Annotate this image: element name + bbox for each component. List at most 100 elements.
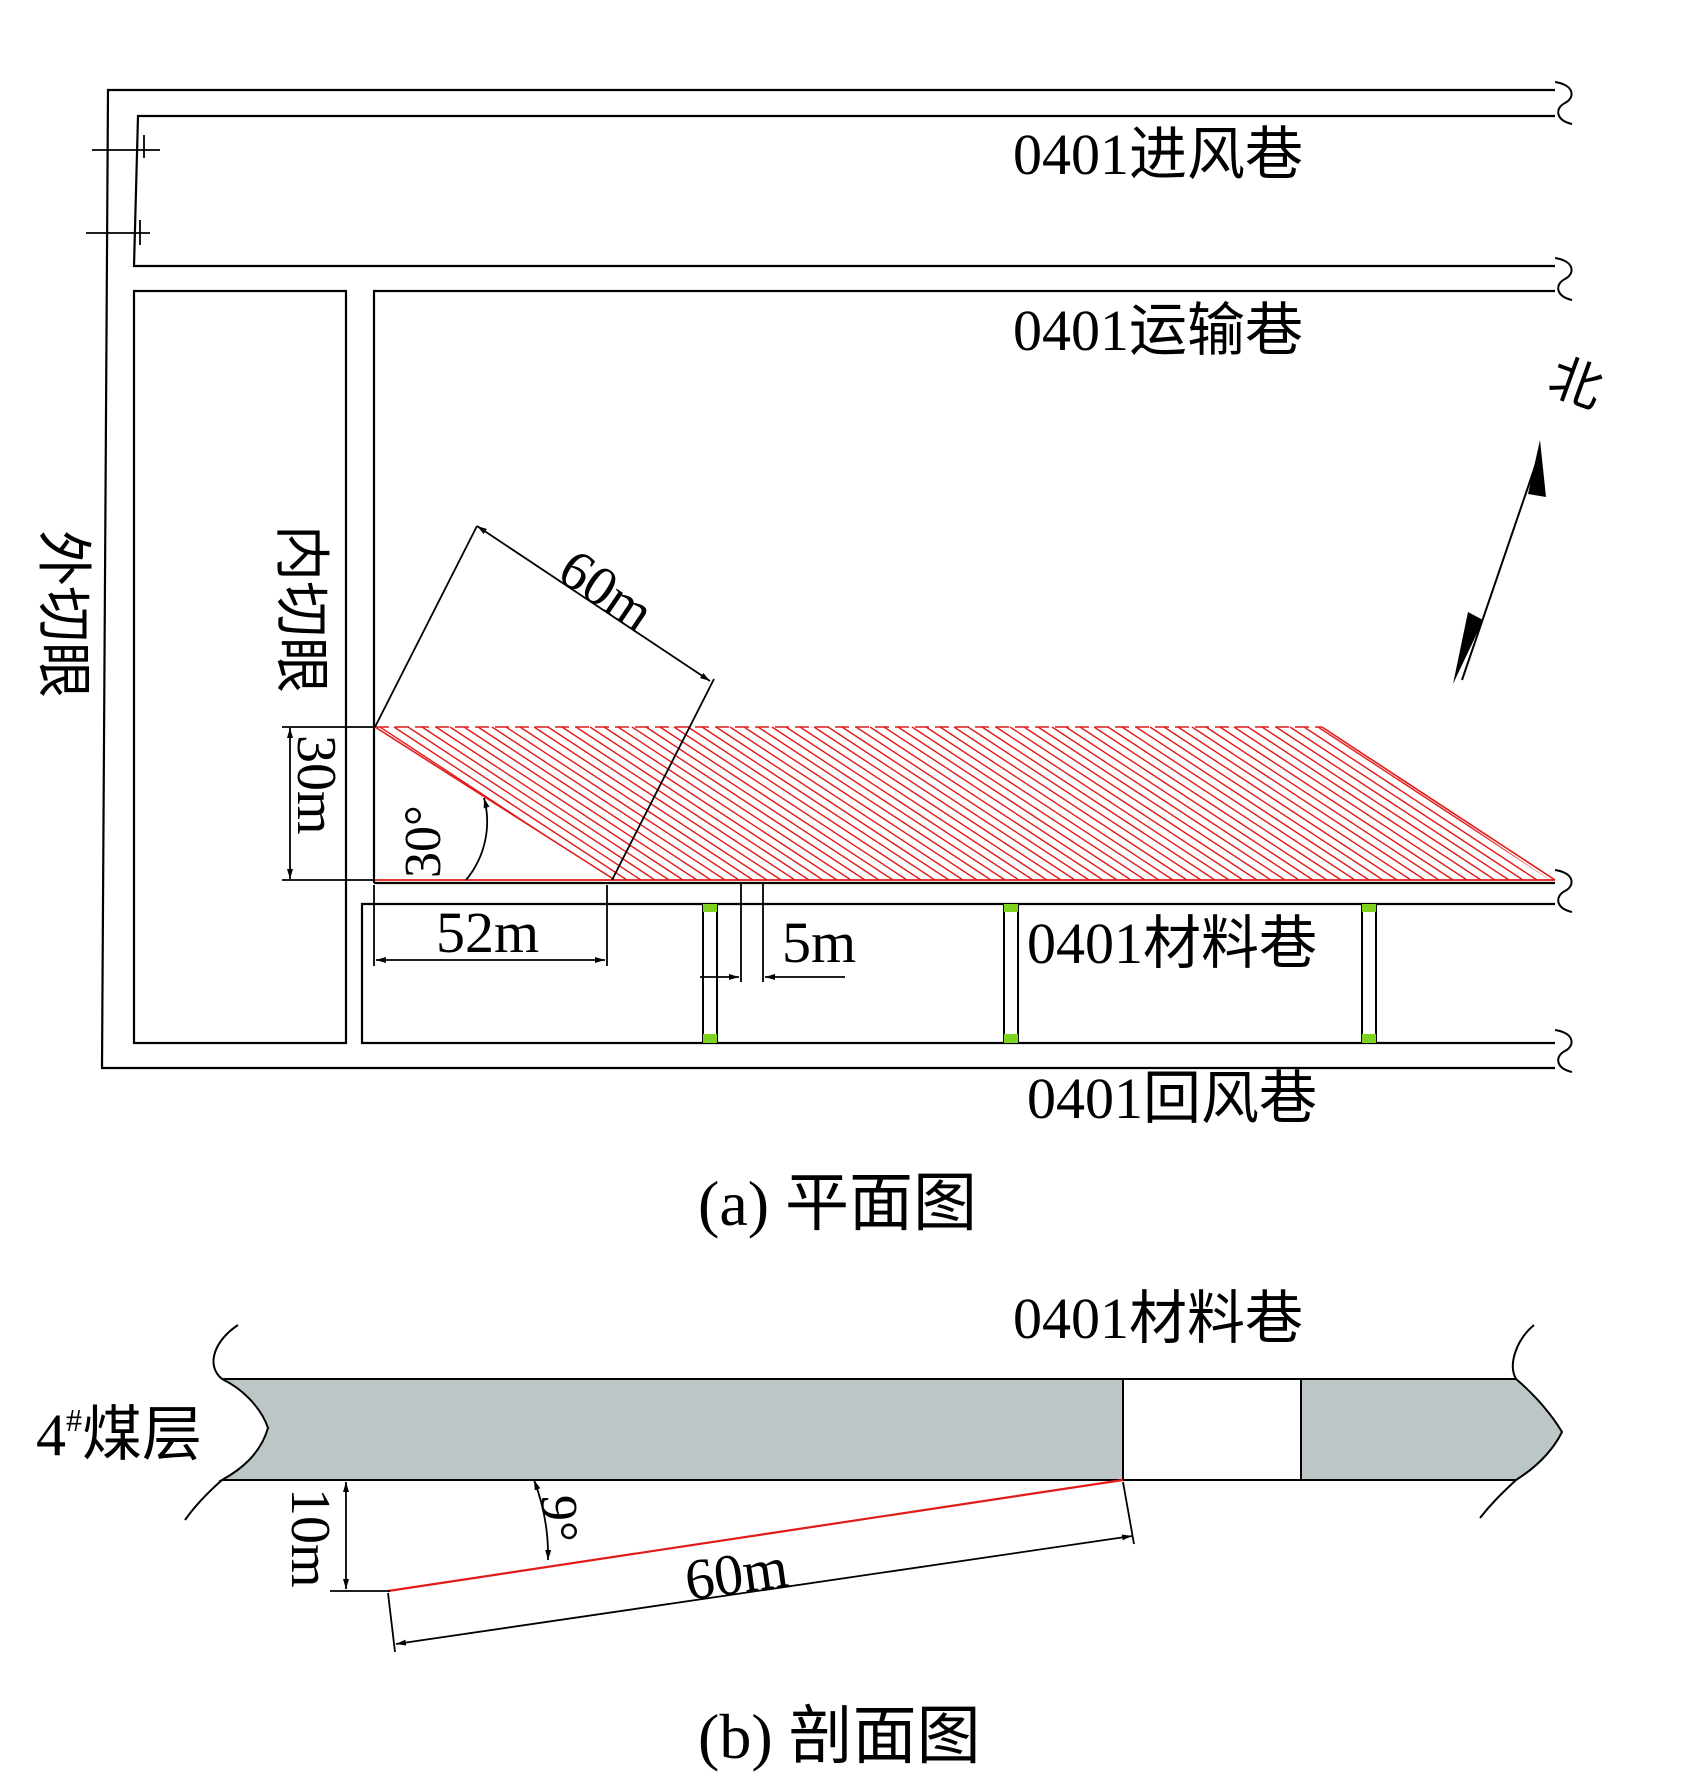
hatch-line — [1135, 726, 1370, 880]
hatch-line — [729, 726, 964, 880]
hatch-line — [1233, 726, 1468, 880]
outer-boundary — [100, 88, 1555, 1070]
hatch-line — [673, 726, 908, 880]
hatch-line — [617, 726, 852, 880]
hatch-line — [631, 726, 866, 880]
hatch-line — [1149, 726, 1384, 880]
label-5m: 5m — [782, 910, 856, 975]
hatch-left-edge — [374, 726, 616, 881]
north-label: 北 — [1541, 349, 1609, 420]
hatch-line — [869, 726, 1104, 880]
coal-seam-right — [1300, 1378, 1564, 1481]
hatch-line — [435, 726, 670, 880]
dimension-5m — [700, 883, 845, 982]
hatch-line — [1107, 726, 1342, 880]
hatch-line — [1177, 726, 1412, 880]
label-9deg: 9° — [530, 1495, 587, 1542]
seal-marks — [86, 135, 160, 245]
hatch-line — [897, 726, 1132, 880]
angle-arc-30 — [465, 797, 490, 881]
outer-cut-pillar — [132, 289, 348, 1045]
hatch-line — [505, 726, 740, 880]
dimension-10m — [330, 1482, 390, 1592]
hatch-line — [491, 726, 726, 880]
return-roadway — [360, 902, 1555, 1045]
label-intake-roadway: 0401进风巷 — [1013, 122, 1303, 187]
hatch-line — [855, 726, 1090, 880]
hatch-line — [1289, 726, 1524, 880]
hatch-right-edge — [1321, 726, 1556, 881]
hatch-line — [1051, 726, 1286, 880]
label-60m-plan: 60m — [548, 537, 665, 644]
hatch-line — [953, 726, 1188, 880]
hatch-line — [589, 726, 824, 880]
hatch-line — [967, 726, 1202, 880]
hatch-line — [477, 726, 712, 880]
dimension-52m — [373, 885, 608, 966]
label-material-roadway: 0401材料巷 — [1027, 911, 1317, 976]
hatch-line — [939, 726, 1174, 880]
hatch-line — [841, 726, 1076, 880]
caption-section: (b) 剖面图 — [698, 1701, 981, 1772]
hatch-line — [911, 726, 1146, 880]
coal-seam-left — [218, 1378, 1124, 1481]
label-30m: 30m — [285, 735, 347, 835]
hatch-line — [827, 726, 1062, 880]
hatch-line — [519, 726, 754, 880]
hatch-line — [1037, 726, 1272, 880]
hatch-line — [449, 726, 684, 880]
dimension-30m — [282, 726, 375, 881]
hatch-line — [393, 726, 628, 880]
hatch-line — [743, 726, 978, 880]
hatch-line — [925, 726, 1160, 880]
hatch-line — [1079, 726, 1314, 880]
hatch-line — [715, 726, 950, 880]
hatch-line — [603, 726, 838, 880]
hatch-line — [1065, 726, 1300, 880]
hatch-line — [575, 726, 810, 880]
hatch-line — [1275, 726, 1510, 880]
hatch-line — [995, 726, 1230, 880]
hatch-line — [1163, 726, 1398, 880]
hatch-line — [561, 726, 796, 880]
label-10m: 10m — [279, 1488, 341, 1588]
hatch-line — [687, 726, 922, 880]
break-symbols — [1554, 81, 1573, 1073]
label-52m: 52m — [436, 900, 539, 965]
hatch-line — [701, 726, 936, 880]
dimension-60m-plan — [374, 525, 715, 881]
hatch-line — [1303, 726, 1538, 880]
hatch-line — [1261, 726, 1496, 880]
caption-plan: (a) 平面图 — [698, 1168, 977, 1239]
hatch-line — [659, 726, 894, 880]
drilling-hatch-area — [379, 726, 1550, 880]
dimension-60m-section — [387, 1481, 1135, 1653]
hatch-line — [1121, 726, 1356, 880]
hatch-line — [785, 726, 1020, 880]
north-arrow: 北 — [1453, 349, 1610, 684]
hatch-line — [547, 726, 782, 880]
hatch-line — [407, 726, 642, 880]
label-60m-section: 60m — [681, 1534, 792, 1613]
cross-cut-2 — [1003, 903, 1019, 1044]
cross-cut-1 — [702, 903, 718, 1044]
hatch-line — [1247, 726, 1482, 880]
hatch-line — [1219, 726, 1454, 880]
label-inner-cut: 内切眼 — [269, 525, 331, 693]
hatch-line — [981, 726, 1216, 880]
hatch-line — [757, 726, 992, 880]
hatch-line — [645, 726, 880, 880]
section-roadway-opening — [1122, 1378, 1302, 1481]
label-transport-roadway: 0401运输巷 — [1013, 298, 1303, 363]
transport-roadway — [372, 289, 1555, 883]
cross-cut-3 — [1361, 903, 1377, 1044]
hatch-line — [771, 726, 1006, 880]
hatch-line — [1023, 726, 1258, 880]
label-return-roadway: 0401回风巷 — [1027, 1066, 1317, 1131]
label-section-roadway: 0401材料巷 — [1013, 1286, 1303, 1351]
hatch-line — [421, 726, 656, 880]
section-view: 0401材料巷 4#煤层 10m 9° 60m (b) 剖面图 — [36, 1286, 1564, 1772]
plan-view: 北 0401进风巷 0401运输巷 0401材料巷 0401回风巷 外切眼 内切… — [31, 81, 1610, 1239]
label-30deg: 30° — [395, 805, 452, 878]
hatch-line — [1317, 726, 1550, 880]
